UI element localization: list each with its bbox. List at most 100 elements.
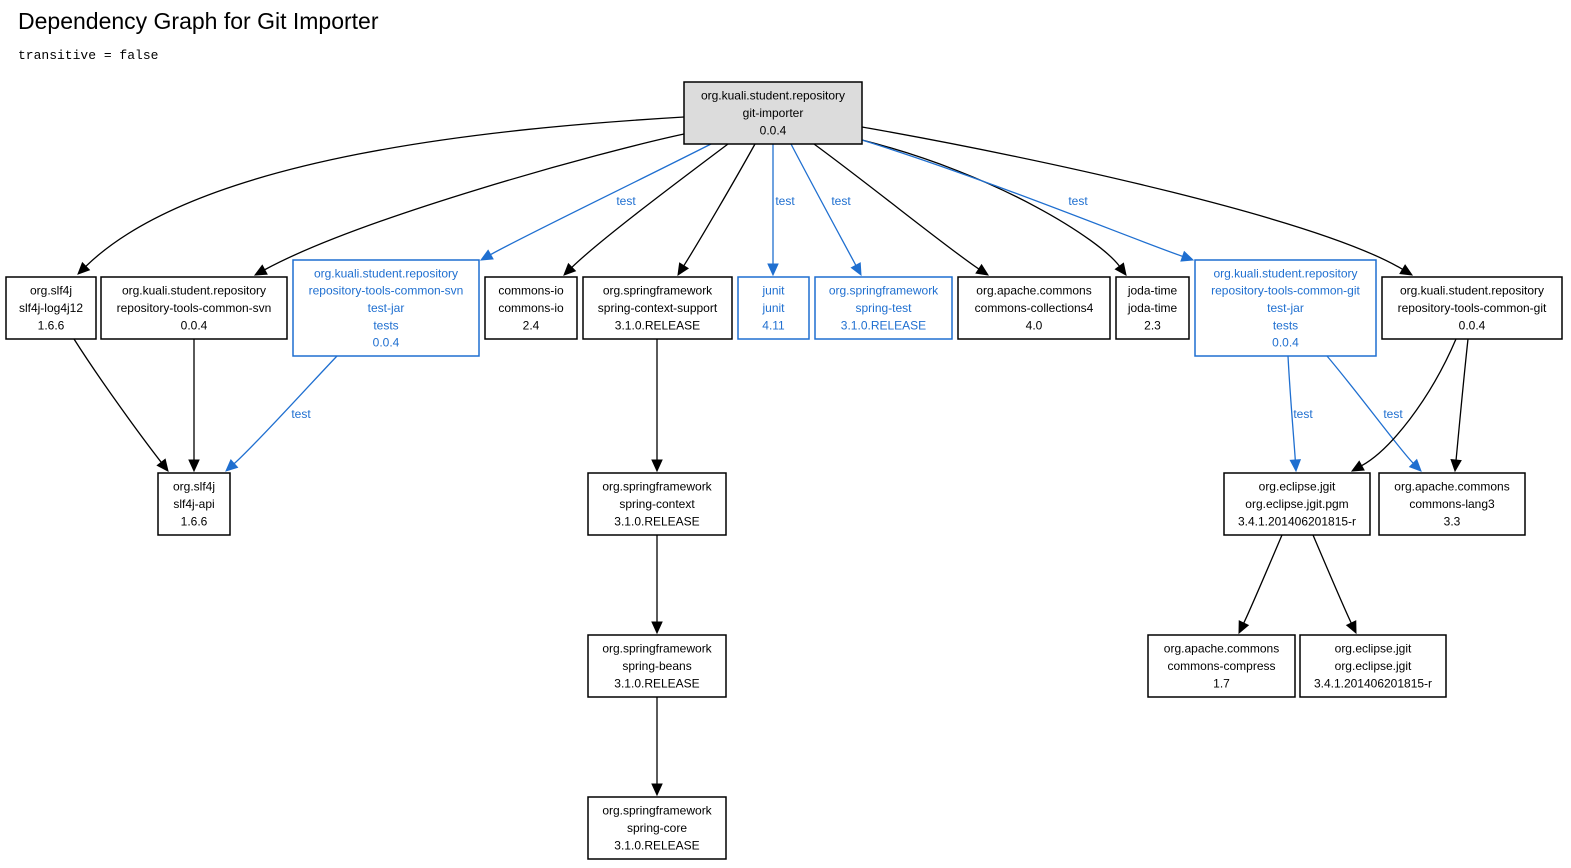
nodes-layer: org.kuali.student.repository git-importer… [5,81,1563,860]
node-label-line: commons-compress [1167,659,1275,673]
edge-root-to-joda-time [861,139,1127,276]
node-label-line: test-jar [368,301,405,315]
edge-arrowhead [1180,250,1195,262]
edge-line [1287,355,1296,461]
edge-root-to-junit: test [767,144,795,277]
node-label-line: org.apache.commons [1394,480,1509,494]
edge-line [1455,338,1469,461]
edge-arrowhead [479,249,494,261]
node-label-line: spring-test [855,301,912,315]
node-label-line: 2.4 [523,318,540,332]
node-label-line: 0.0.4 [373,336,400,350]
edge-label: test [291,407,311,421]
node-label-line: commons-lang3 [1409,497,1495,511]
node-box [582,276,733,340]
node-label-line: commons-io [498,284,564,298]
node-spring-context-support[interactable]: org.springframework spring-context-suppor… [582,276,733,340]
node-label-line: 3.1.0.RELEASE [614,838,699,852]
node-label-line: org.springframework [829,284,939,298]
node-label-line: org.apache.commons [976,284,1091,298]
node-jgit-pgm[interactable]: org.eclipse.jgitorg.eclipse.jgit.pgm3.4.… [1223,472,1371,536]
edge-line [571,143,729,268]
node-label-line: org.springframework [603,284,713,298]
edge-line [264,133,685,271]
node-box [587,796,727,860]
node-label-line: org.eclipse.jgit [1335,659,1412,673]
node-spring-test[interactable]: org.springframeworkspring-test3.1.0.RELE… [814,276,953,340]
node-label-line: tests [373,318,398,332]
node-box [587,472,727,536]
edge-line [85,116,685,267]
edge-line [490,143,712,256]
node-label-line: 0.0.4 [1459,318,1486,332]
edge-rtc-svn-to-slf4j-api [188,338,200,473]
node-spring-beans[interactable]: org.springframeworkspring-beans3.1.0.REL… [587,634,727,698]
node-label-line: 1.6.6 [181,514,208,528]
node-label-line: 0.0.4 [760,123,787,137]
node-label-line: spring-core [627,821,687,835]
node-label-line: git-importer [743,106,804,120]
edge-line [233,355,338,465]
edge-root-to-rtc-git-test: test [861,139,1195,262]
edge-root-to-log4j12 [77,116,685,275]
edge-arrowhead [225,459,239,472]
node-label-line: commons-collections4 [975,301,1094,315]
edge-arrowhead [77,261,91,275]
node-spring-context[interactable]: org.springframeworkspring-context3.1.0.R… [587,472,727,536]
node-label-line: org.springframework [602,804,712,818]
node-spring-core[interactable]: org.springframework spring-core 3.1.0.RELE… [587,796,727,860]
node-label-line: test-jar [1267,301,1304,315]
edge-spring-context-support-to-spring-context [651,339,663,473]
node-label-line: spring-beans [622,659,691,673]
node-label-line: repository-tools-common-svn [117,301,272,315]
node-rtc-git-test[interactable]: org.kuali.student.repositoryrepository-t… [1194,259,1377,357]
edge-root-to-rtc-svn [253,133,685,276]
node-label-line: org.springframework [602,642,712,656]
edge-jgit-pgm-to-jgit [1312,534,1357,635]
diagram-subtitle: transitive = false [18,48,159,63]
edge-root-to-spring-context-support [677,143,756,277]
node-label-line: 1.6.6 [38,318,65,332]
edge-rtc-git-test-to-jgit-pgm: test [1287,355,1313,473]
node-label-line: repository-tools-common-git [1211,284,1360,298]
node-label-line: 4.0 [1026,318,1043,332]
node-label-line: org.kuali.student.repository [122,284,266,298]
edge-rtc-git-test-to-lang3: test [1326,355,1422,472]
node-label-line: org.slf4j [30,284,72,298]
node-label-line: spring-context-support [598,301,718,315]
node-label-line: junit [761,301,785,315]
edge-arrowhead [1289,459,1302,473]
edge-rtc-git-to-lang3 [1450,338,1469,473]
edge-arrowhead [651,783,663,797]
node-root[interactable]: org.kuali.student.repositorygit-importer… [683,81,863,145]
edge-spring-beans-to-spring-core [651,697,663,797]
node-label-line: slf4j-api [173,497,214,511]
node-collections4[interactable]: org.apache.commons commons-collections4 4.… [957,276,1111,340]
node-rtc-svn-test[interactable]: org.kuali.student.repositoryrepository-t… [292,259,480,357]
node-jgit[interactable]: org.eclipse.jgitorg.eclipse.jgit3.4.1.20… [1299,634,1447,698]
node-label-line: org.eclipse.jgit.pgm [1245,497,1348,511]
node-label-line: 4.11 [762,318,785,332]
node-label-line: repository-tools-common-svn [309,284,464,298]
edge-root-to-spring-test: test [790,143,862,277]
node-rtc-svn[interactable]: org.kuali.student.repository repository-t… [100,276,288,340]
edge-label: test [1293,407,1313,421]
node-label-line: joda-time [1127,284,1178,298]
edge-rtc-git-to-jgit-pgm [1350,338,1457,472]
node-box [1115,276,1190,340]
node-box [1378,472,1526,536]
node-box [157,472,231,536]
edge-label: test [1383,407,1403,421]
node-box [100,276,288,340]
edge-line [861,139,1120,267]
node-rtc-git[interactable]: org.kuali.student.repositoryrepository-t… [1381,276,1563,340]
